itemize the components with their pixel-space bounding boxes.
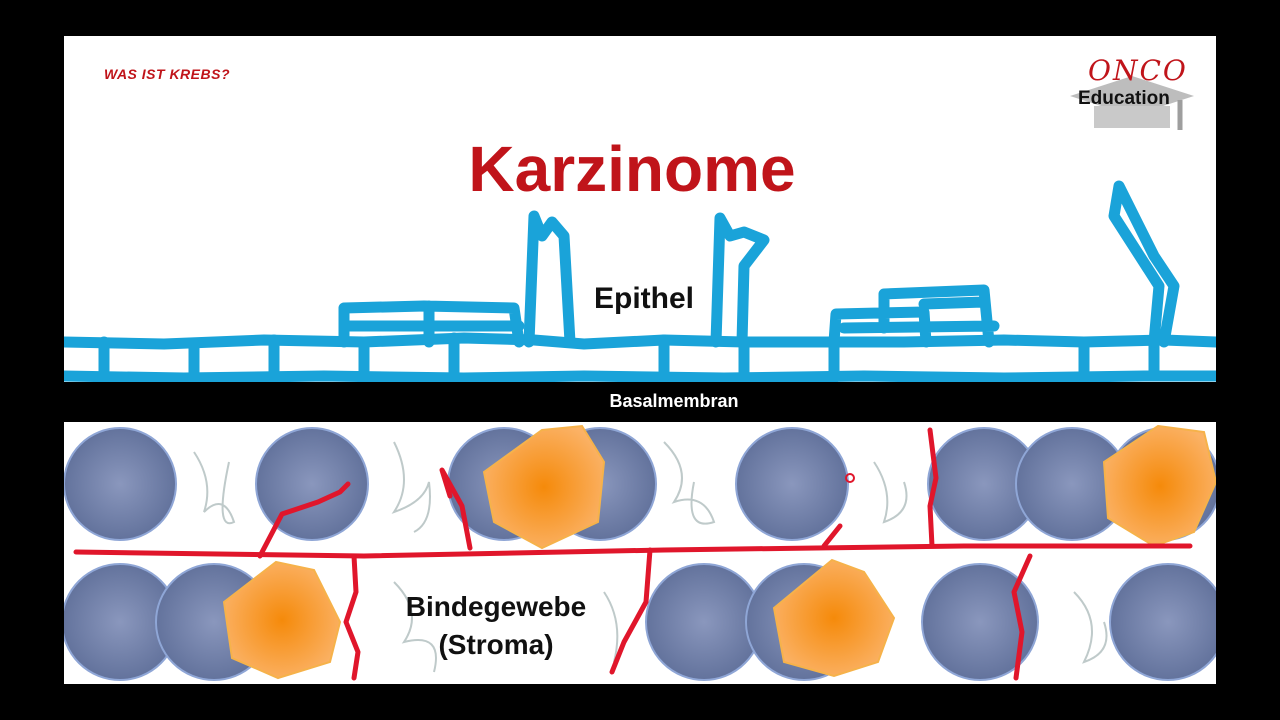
stroma-label: Bindegewebe (Stroma) — [376, 588, 616, 664]
logo-education-text: Education — [1078, 88, 1170, 109]
vessel-main — [73, 543, 1193, 559]
epithel-base-bottom — [64, 370, 1216, 382]
tumor-cell — [482, 424, 606, 550]
stroma-cell — [645, 563, 763, 681]
basalmembran-label: Basalmembran — [609, 391, 739, 411]
stroma-cell — [64, 427, 177, 541]
tumor-cell — [772, 558, 896, 678]
stroma-cell — [255, 427, 369, 541]
epithel-cell-dividers — [98, 332, 1160, 382]
vessel-branch — [343, 553, 361, 681]
stroma-cell — [921, 563, 1039, 681]
epithel-drawing — [64, 180, 1216, 382]
topic-label: WAS IST KREBS? — [104, 66, 231, 82]
bindegewebe-label: Bindegewebe — [405, 591, 587, 622]
upper-cell-row — [64, 427, 1216, 541]
epithel-raised-cells-left — [338, 300, 525, 348]
stroma-cell — [735, 427, 849, 541]
vessel-branch — [821, 523, 843, 549]
vessel-branch — [439, 467, 473, 551]
epithel-projection-2 — [710, 212, 770, 348]
stroma-panel: Bindegewebe (Stroma) — [64, 422, 1216, 684]
collagen-fibers — [193, 441, 1108, 673]
epithel-panel: WAS IST KREBS? Karzinome Epithel ONCO Ed… — [64, 36, 1216, 382]
epithel-label: Epithel — [594, 282, 695, 315]
onco-education-logo: ONCO Education — [1062, 52, 1202, 136]
epithel-raised-cells-right — [828, 284, 1000, 348]
stroma-sublabel: (Stroma) — [438, 628, 554, 660]
logo-onco-text: ONCO — [1088, 54, 1188, 87]
stroma-drawing — [64, 424, 1216, 681]
epithel-base-layer — [64, 332, 1216, 350]
tumor-cell — [1102, 424, 1216, 548]
stroma-cell — [1109, 563, 1216, 681]
marker-dot — [845, 473, 855, 483]
vessel-branch — [927, 427, 939, 549]
tumor-cell — [222, 560, 342, 680]
page-title: Karzinome — [468, 133, 796, 205]
blood-vessels — [73, 427, 1193, 681]
vessel-branch — [609, 547, 653, 675]
tumor-cells — [222, 424, 1216, 680]
vessel-branch — [257, 481, 351, 559]
epithel-projection-1 — [523, 210, 576, 348]
vessel-branch — [1011, 553, 1033, 681]
epithel-curl — [1108, 180, 1180, 348]
graduation-cap-icon — [1070, 76, 1194, 130]
